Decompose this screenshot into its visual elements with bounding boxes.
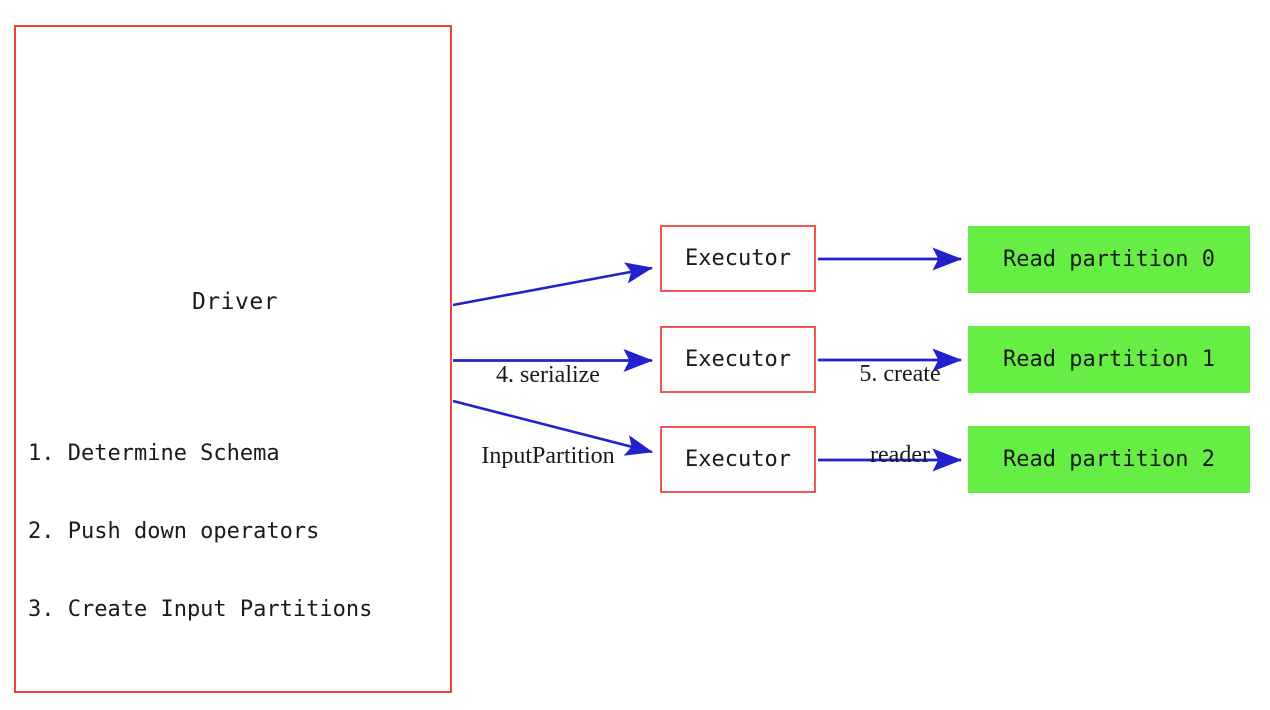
arrow-label-create-reader-line-1: 5. create [859, 361, 941, 387]
driver-step-2: 2. Push down operators [28, 519, 320, 544]
arrow-label-create-reader-line-2: reader [870, 442, 930, 468]
arrow-driver-to-executor-0 [452, 262, 654, 307]
driver-step-3: 3. Create Input Partitions [28, 597, 373, 622]
executor-box-2: Executor [660, 426, 816, 493]
executor-box-1: Executor [660, 326, 816, 393]
partition-box-2: Read partition 2 [968, 426, 1250, 493]
arrow-label-serialize-line-1: 4. serialize [496, 362, 600, 388]
arrow-label-serialize: 4. serialize InputPartition [456, 308, 640, 524]
driver-title: Driver [191, 289, 279, 315]
partition-label-1: Read partition 1 [1003, 347, 1215, 372]
executor-box-0: Executor [660, 225, 816, 292]
driver-box: Driver 1. Determine Schema 2. Push down … [14, 25, 452, 693]
partition-label-0: Read partition 0 [1003, 247, 1215, 272]
arrow-label-serialize-line-2: InputPartition [481, 443, 615, 469]
executor-label-0: Executor [685, 246, 791, 271]
partition-label-2: Read partition 2 [1003, 447, 1215, 472]
partition-box-0: Read partition 0 [968, 226, 1250, 293]
executor-label-2: Executor [685, 447, 791, 472]
partition-box-1: Read partition 1 [968, 326, 1250, 393]
driver-step-1: 1. Determine Schema [28, 441, 280, 466]
executor-label-1: Executor [685, 347, 791, 372]
driver-steps-list: 1. Determine Schema 2. Push down operato… [28, 389, 372, 675]
arrow-label-create-reader: 5. create reader [820, 307, 980, 523]
